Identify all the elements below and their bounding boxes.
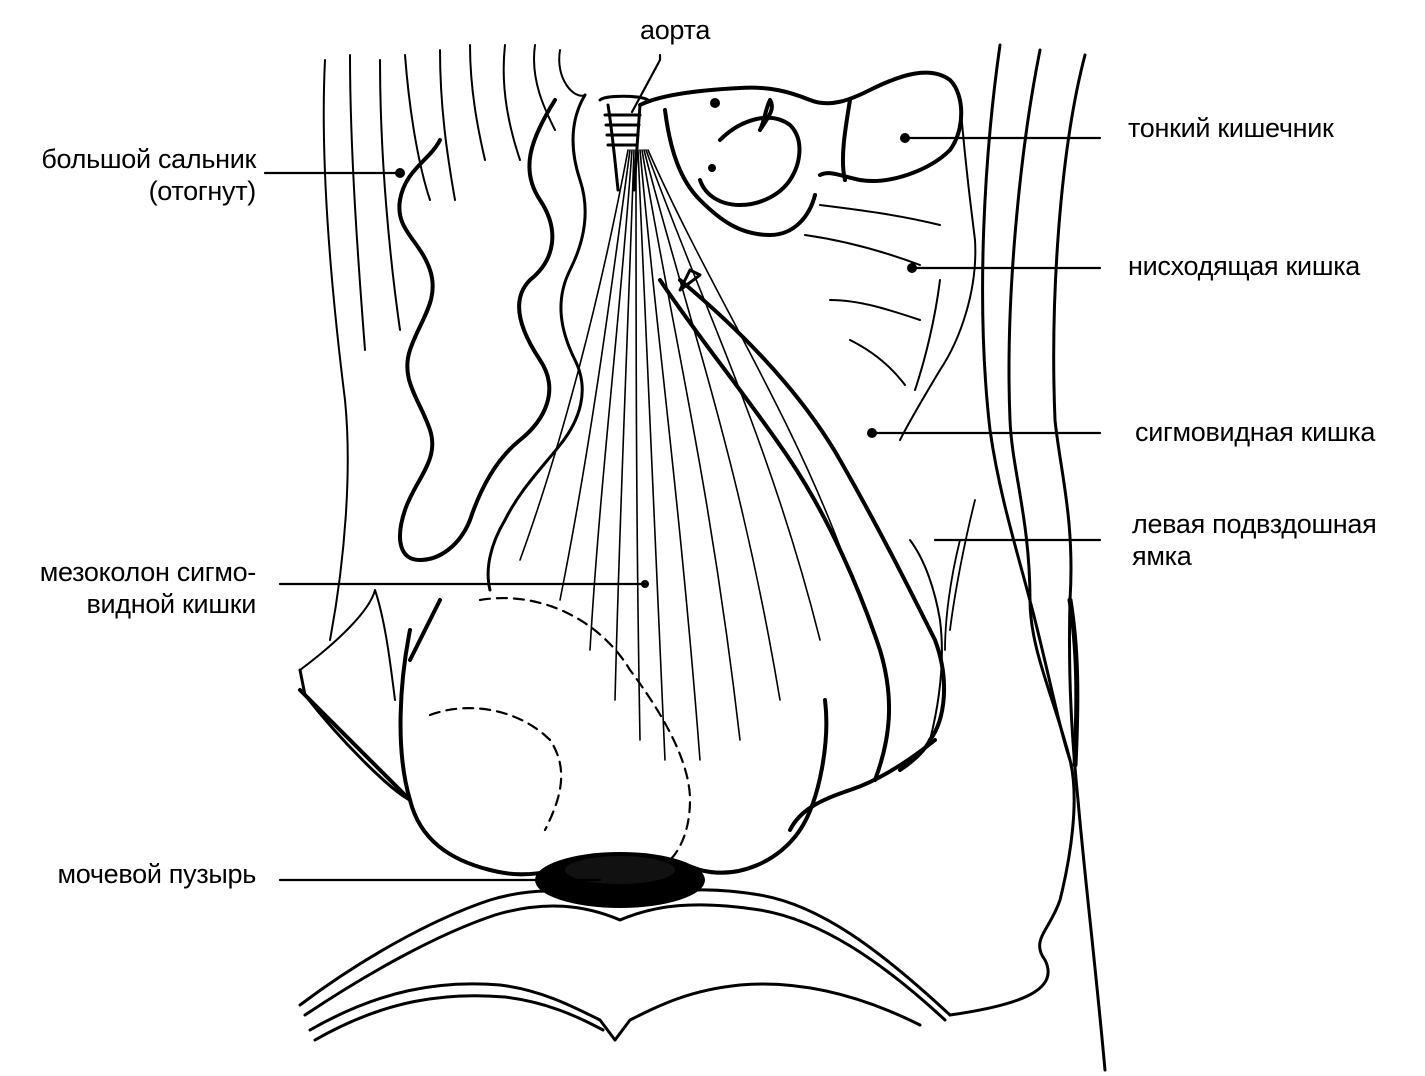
leader-lines <box>263 53 1102 882</box>
dashed-contour <box>428 707 563 832</box>
greater-omentum <box>299 44 586 701</box>
descending-colon <box>804 99 977 441</box>
pelvic-rim <box>298 888 952 1042</box>
label-omentum-line1: большой сальник <box>41 144 256 174</box>
label-iliac-fossa-line1: левая подвздошная <box>1132 509 1377 539</box>
label-mesocolon-line1: мезоколон сигмо- <box>39 557 257 587</box>
label-omentum: большой сальник (отогнут) <box>12 143 256 207</box>
label-iliac-fossa: левая подвздошная ямка <box>1132 508 1377 572</box>
aorta-vessel <box>598 94 650 192</box>
abdominal-wall-right <box>948 43 1107 1072</box>
label-small-intestine: тонкий кишечник <box>1128 113 1334 143</box>
label-iliac-fossa-line2: ямка <box>1132 541 1192 571</box>
sigmoid-colon <box>658 268 946 782</box>
small-intestine <box>638 70 964 237</box>
label-mesocolon: мезоколон сигмо- видной кишки <box>10 556 257 620</box>
label-mesocolon-line2: видной кишки <box>86 589 256 619</box>
label-omentum-line2: (отогнут) <box>148 176 257 206</box>
mesocolon-fan <box>519 149 846 761</box>
label-sigmoid-colon: сигмовидная кишка <box>1135 417 1376 447</box>
label-descending-colon: нисходящая кишка <box>1128 251 1361 281</box>
omentum-edge <box>397 98 557 562</box>
rectum-bladder <box>298 598 937 877</box>
label-aorta: аорта <box>640 15 711 45</box>
label-bladder: мочевой пузырь <box>57 859 257 889</box>
